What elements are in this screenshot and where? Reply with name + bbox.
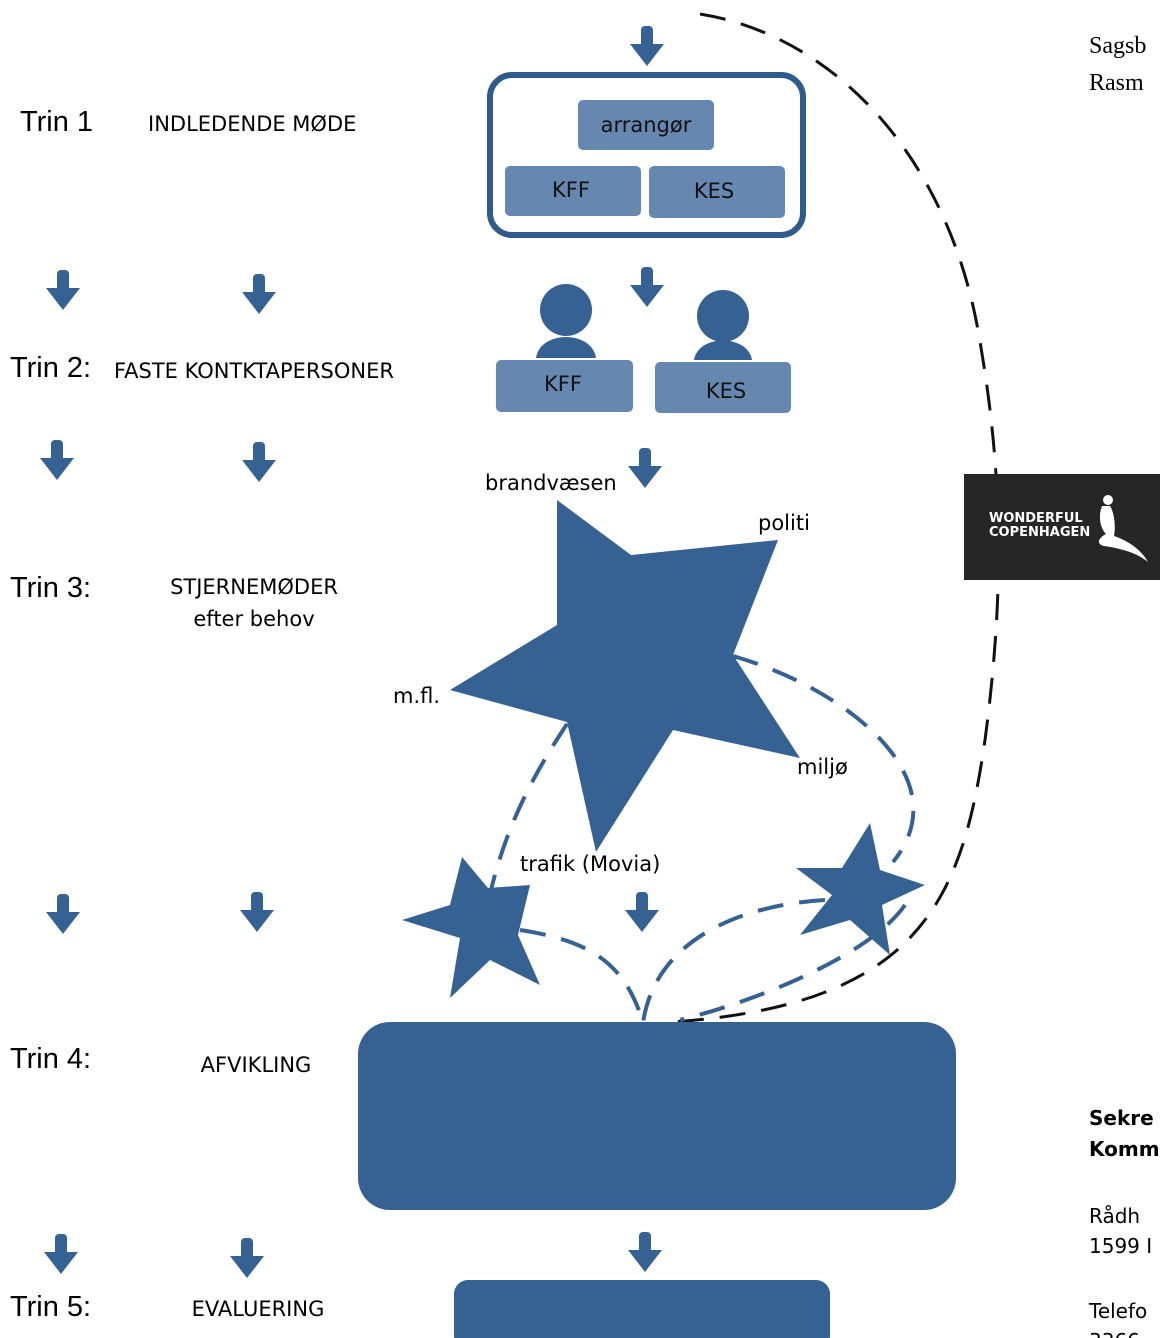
meeting-kff-box bbox=[505, 166, 641, 216]
step-4-label: Trin 4: bbox=[10, 1043, 91, 1075]
person-icon bbox=[694, 290, 752, 360]
down-arrow-icon bbox=[630, 267, 664, 307]
little-mermaid-icon bbox=[1098, 495, 1148, 562]
logo-line-1: WONDERFUL bbox=[989, 511, 1083, 526]
side-text-komm: Komm bbox=[1089, 1137, 1160, 1161]
wonderful-copenhagen-logo: WONDERFUL COPENHAGEN bbox=[964, 474, 1160, 580]
down-arrow-icon bbox=[230, 1238, 264, 1278]
side-text-telefo: Telefo bbox=[1088, 1299, 1147, 1323]
evaluation-box bbox=[454, 1280, 830, 1338]
small-star-left bbox=[402, 857, 540, 998]
step-4-title: AFVIKLING bbox=[201, 1053, 312, 1077]
step-1-label: Trin 1 bbox=[20, 106, 93, 138]
step-3-title: STJERNEMØDER bbox=[170, 575, 338, 599]
down-arrow-icon bbox=[242, 274, 276, 314]
contact-kes-box bbox=[655, 362, 791, 413]
organizer-label: arrangør bbox=[601, 113, 692, 137]
meeting-kff-label: KFF bbox=[552, 178, 590, 202]
down-arrow-icon bbox=[240, 892, 274, 932]
step-3-label: Trin 3: bbox=[10, 572, 91, 604]
down-arrow-icon bbox=[625, 892, 659, 932]
down-arrow-icon bbox=[628, 448, 662, 488]
down-arrow-icon bbox=[40, 440, 74, 480]
star-label-police: politi bbox=[758, 511, 810, 535]
star-label-fire-service: brandvæsen bbox=[485, 471, 617, 495]
star-label-others: m.fl. bbox=[393, 684, 440, 708]
contact-kes-label: KES bbox=[706, 379, 746, 403]
step-1-title: INDLEDENDE MØDE bbox=[148, 112, 356, 136]
side-text-postal: 1599 I bbox=[1089, 1234, 1152, 1258]
small-star-right bbox=[796, 823, 925, 955]
side-text-radh: Rådh bbox=[1089, 1204, 1140, 1228]
star-label-traffic: trafik (Movia) bbox=[520, 852, 660, 876]
big-star bbox=[450, 500, 800, 852]
execution-box bbox=[358, 1022, 956, 1210]
dashed-path-right-to-box bbox=[641, 898, 826, 1024]
contact-kff-box bbox=[496, 360, 633, 412]
step-3-subtitle: efter behov bbox=[193, 607, 314, 631]
side-text-sekre: Sekre bbox=[1089, 1106, 1154, 1130]
down-arrow-icon bbox=[46, 270, 80, 310]
side-text-rasm: Rasm bbox=[1089, 70, 1144, 96]
dashed-path-left bbox=[480, 722, 569, 936]
star-connection-paths bbox=[480, 654, 916, 1024]
down-arrow-icon bbox=[242, 442, 276, 482]
star-label-environment: miljø bbox=[797, 755, 848, 779]
logo-line-2: COPENHAGEN bbox=[989, 525, 1090, 540]
dashed-path-left-to-box bbox=[519, 928, 645, 1024]
organizer-box bbox=[578, 100, 714, 150]
side-text-sagsb: Sagsb bbox=[1089, 33, 1146, 59]
dashed-path-right-star-to-box bbox=[679, 903, 907, 1022]
side-text-phone: 3366 bbox=[1089, 1329, 1140, 1338]
step-2-title: FASTE KONTKTAPERSONER bbox=[114, 359, 394, 383]
step-5-label: Trin 5: bbox=[10, 1291, 91, 1323]
meeting-kes-box bbox=[649, 166, 785, 218]
down-arrow-icon bbox=[44, 1234, 78, 1274]
meeting-kes-label: KES bbox=[694, 179, 734, 203]
contact-kff-label: KFF bbox=[544, 372, 582, 396]
down-arrow-icon bbox=[630, 26, 664, 66]
down-arrow-icon bbox=[46, 894, 80, 934]
dashed-path-right-loop bbox=[732, 654, 916, 864]
step-5-title: EVALUERING bbox=[192, 1297, 325, 1321]
step-2-label: Trin 2: bbox=[10, 352, 91, 384]
person-icon bbox=[536, 284, 596, 358]
down-arrow-icon bbox=[628, 1232, 662, 1272]
